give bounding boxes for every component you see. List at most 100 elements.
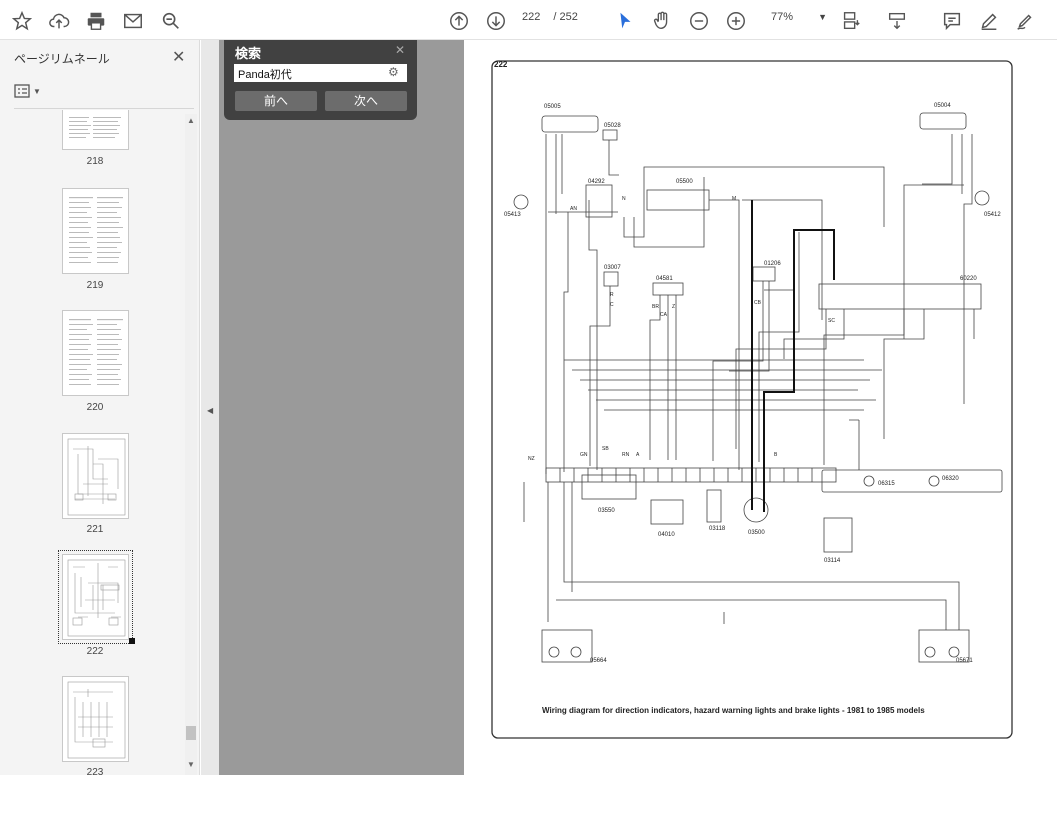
wire-label: GN (580, 452, 588, 458)
stop-switch (823, 517, 853, 553)
zoom-dropdown-chevron-icon[interactable]: ▼ (818, 12, 828, 22)
hand-tool-icon[interactable] (649, 8, 675, 34)
wire-label: SC (828, 318, 835, 324)
chevron-down-icon: ▼ (33, 86, 41, 96)
wire-label: BR (652, 304, 659, 310)
ignition-switch (743, 497, 769, 523)
lamp-front-left (513, 194, 529, 210)
warning-light-panel (821, 469, 1003, 493)
resistor-block (646, 189, 710, 211)
gear-icon[interactable]: ⚙ (388, 65, 399, 79)
main-toolbar: 222 / 252 77% ▼ (0, 0, 1057, 40)
sidebar-divider (14, 108, 194, 109)
warning-lamp (928, 475, 940, 487)
component-label: 03550 (598, 508, 615, 514)
wire-label: NZ (528, 456, 535, 462)
component-label: 03118 (709, 526, 726, 532)
collapse-arrow-icon[interactable]: ◀ (207, 406, 214, 415)
wire-label: CB (754, 300, 762, 306)
rear-lamp-right (918, 629, 970, 663)
connector-block (652, 282, 684, 296)
bookmark-star-icon[interactable] (9, 8, 35, 34)
thumbnail-label: 223 (86, 767, 104, 778)
wire-label: R (610, 292, 614, 298)
page-border (491, 60, 1013, 739)
component-label: 05412 (984, 212, 1001, 218)
scroll-down-arrow-icon[interactable]: ▼ (187, 760, 195, 769)
thumbnail-sidebar: ページリムネール ✕ ▼ 218 219 220 221 222 (0, 40, 200, 778)
print-icon[interactable] (83, 8, 109, 34)
thumbnail-options-button[interactable]: ▼ (14, 82, 46, 100)
zoom-level-value[interactable]: 77% (771, 11, 794, 23)
component-label: 05413 (504, 212, 521, 218)
thumbnail-page-219[interactable] (62, 188, 129, 274)
component-label: 06315 (878, 481, 895, 487)
thumbnail-page-223[interactable] (62, 676, 129, 762)
connector-block (752, 266, 776, 282)
wire-label: M (732, 196, 736, 202)
scroll-mode-icon[interactable] (884, 8, 910, 34)
thumbnail-page-222[interactable] (58, 550, 135, 644)
previous-page-icon[interactable] (446, 8, 472, 34)
thumbnail-label: 218 (86, 156, 104, 167)
component-label: 60220 (960, 276, 977, 282)
brake-switch (706, 489, 722, 523)
scroll-thumb[interactable] (186, 726, 196, 740)
component-label: 05004 (934, 103, 951, 109)
find-title: 検索 (235, 46, 262, 61)
thumbnail-label: 222 (86, 646, 104, 657)
close-icon[interactable]: ✕ (172, 49, 186, 66)
thumbnail-page-220[interactable] (62, 310, 129, 396)
scroll-up-arrow-icon[interactable]: ▲ (187, 116, 195, 125)
sidebar-scrollbar[interactable]: ▲ ▼ (185, 114, 197, 775)
component-label: 05500 (676, 179, 693, 185)
ignition-feed-wire (751, 200, 835, 512)
page-total: / 252 (553, 11, 578, 23)
comment-icon[interactable] (939, 8, 965, 34)
component-label: 04292 (588, 179, 605, 185)
connector-block (603, 271, 619, 287)
close-icon[interactable]: ✕ (395, 43, 406, 57)
wire-label: C (610, 302, 614, 308)
page-number-field[interactable]: 222 / 252 (522, 11, 578, 23)
find-next-button[interactable]: 次へ (325, 91, 407, 111)
component-label: 03500 (748, 530, 765, 536)
wiring-diagram: 222 (491, 60, 1013, 739)
wire-label: RN (622, 452, 630, 458)
search-zoom-icon[interactable] (158, 8, 184, 34)
rear-lamp-left (541, 629, 593, 663)
wire-group (513, 112, 1003, 663)
find-previous-button[interactable]: 前へ (235, 91, 317, 111)
list-options-icon (14, 84, 30, 98)
component-label: 03007 (604, 265, 621, 271)
component-label: 05028 (604, 123, 621, 129)
wire-label: AN (570, 206, 577, 212)
zoom-out-icon[interactable] (686, 8, 712, 34)
thumbnail-label: 220 (86, 402, 104, 413)
search-input[interactable]: Panda初代 (234, 64, 407, 82)
component-label: 04010 (658, 532, 675, 538)
highlight-pen-icon[interactable] (976, 8, 1002, 34)
sidebar-splitter[interactable]: ◀ (201, 40, 219, 775)
wire-label: CA (660, 312, 668, 318)
zoom-in-icon[interactable] (723, 8, 749, 34)
connector-block (919, 112, 967, 130)
next-page-icon[interactable] (483, 8, 509, 34)
component-label: 04581 (656, 276, 673, 282)
hazard-switch (581, 474, 637, 500)
thumbnail-page-218[interactable] (62, 110, 129, 150)
wire-label: Z (672, 304, 675, 310)
sign-pen-icon[interactable] (1012, 8, 1038, 34)
email-icon[interactable] (120, 8, 146, 34)
upload-cloud-icon[interactable] (46, 8, 72, 34)
fit-page-icon[interactable] (838, 8, 864, 34)
page-current[interactable]: 222 (522, 11, 541, 23)
warning-lamp (863, 475, 875, 487)
zoom-level-field[interactable]: 77% ▼ (771, 11, 827, 23)
diagram-caption: Wiring diagram for direction indicators,… (542, 706, 925, 715)
thumbnail-page-221[interactable] (62, 433, 129, 519)
select-cursor-icon[interactable] (612, 8, 638, 34)
component-label: 06320 (942, 476, 959, 482)
connector-block (602, 129, 618, 141)
relay-block (585, 184, 613, 218)
